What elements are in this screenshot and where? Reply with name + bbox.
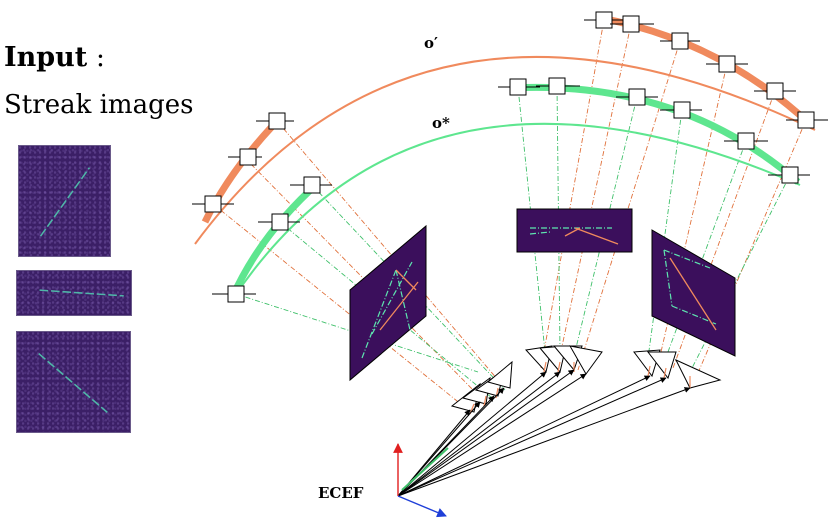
marker	[536, 77, 580, 95]
orbit-label-o-prime: o′	[424, 34, 438, 52]
vector-green-highlight	[401, 447, 449, 491]
marker	[724, 132, 768, 150]
marker	[660, 101, 702, 119]
marker	[228, 148, 262, 166]
marker	[212, 285, 256, 303]
marker	[584, 11, 624, 29]
orbit-state-markers	[192, 11, 828, 303]
input-subtitle: Streak images	[4, 90, 194, 120]
ecef-axis-right	[397, 495, 447, 518]
orbit-label-o-star: o*	[432, 114, 450, 132]
orbit-o-star-thick-left	[228, 180, 321, 300]
marker	[258, 213, 300, 231]
marker	[610, 15, 654, 33]
marker	[290, 176, 332, 194]
camera-ticks	[469, 361, 691, 415]
input-label-bold: Input	[4, 42, 88, 73]
marker	[660, 32, 700, 50]
marker	[616, 88, 658, 106]
orbit-o-prime	[194, 55, 816, 245]
input-label: Input :	[4, 42, 105, 73]
image-plane-right	[651, 229, 736, 357]
marker	[256, 112, 294, 130]
orbit-o-star	[231, 122, 801, 301]
streak-thumbnail-3	[16, 331, 131, 433]
marker	[786, 111, 828, 129]
camera-frustums	[450, 345, 722, 413]
input-label-colon: :	[87, 42, 105, 73]
marker	[768, 166, 810, 184]
marker	[192, 195, 234, 213]
image-plane-left	[349, 224, 427, 382]
marker	[754, 82, 796, 100]
orbit-o-prime-thick-right	[599, 14, 815, 129]
marker	[706, 55, 748, 73]
marker	[498, 78, 540, 96]
streak-thumbnail-1	[18, 145, 111, 257]
ecef-label: ECEF	[318, 484, 364, 502]
streak-thumbnail-2	[16, 270, 132, 316]
image-plane-middle	[516, 208, 633, 253]
